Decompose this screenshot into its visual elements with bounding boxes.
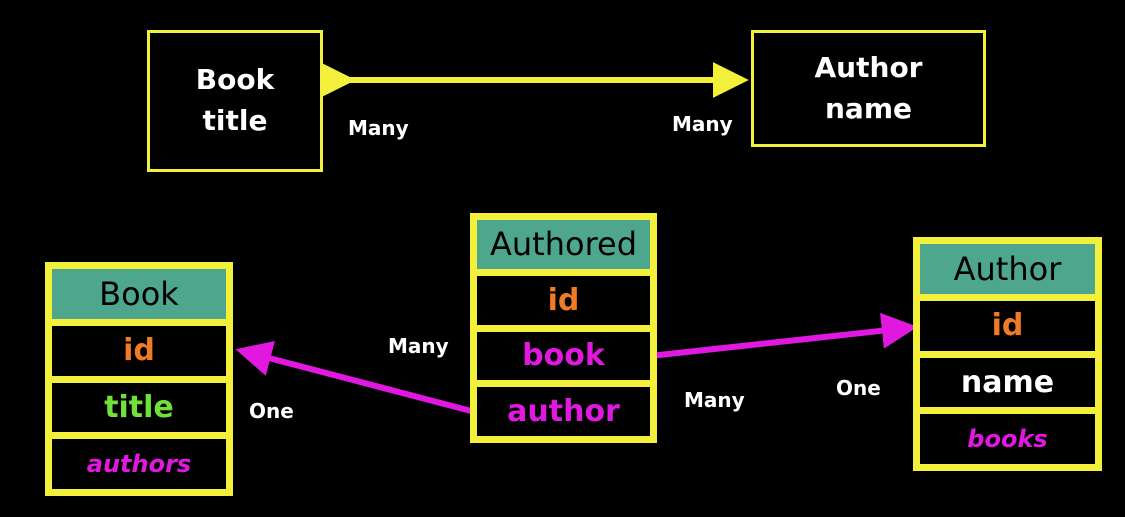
- many-label-lower: Many: [684, 388, 745, 412]
- book-table-header: Book: [52, 269, 226, 319]
- author-books-field: books: [920, 414, 1095, 464]
- author-table-header: Author: [920, 244, 1095, 294]
- authored-author-field: author: [477, 387, 650, 436]
- book-authors-field: authors: [52, 439, 226, 489]
- book-table: Book id title authors: [45, 262, 233, 496]
- authored-book-field: book: [477, 331, 650, 381]
- authored-table-header: Authored: [477, 220, 650, 269]
- one-label-right: One: [836, 376, 881, 400]
- author-entity-box: Author name: [751, 30, 986, 147]
- top-left-many-label: Many: [348, 116, 409, 140]
- authored-id-field: id: [477, 275, 650, 325]
- book-id-field: id: [52, 325, 226, 376]
- book-fk-arrow: [649, 312, 918, 359]
- book-entity-attr: title: [202, 104, 268, 137]
- book-entity-box: Book title: [147, 30, 323, 172]
- author-id-field: id: [920, 300, 1095, 351]
- author-entity-attr: name: [825, 91, 912, 125]
- one-label-left: One: [249, 399, 294, 423]
- book-title-field: title: [52, 382, 226, 433]
- author-table: Author id name books: [913, 237, 1102, 471]
- author-fk-arrow: [235, 340, 476, 415]
- author-entity-name: Author: [814, 50, 923, 84]
- book-entity-name: Book: [195, 63, 275, 97]
- many-label-upper: Many: [388, 334, 449, 358]
- author-name-field: name: [920, 357, 1095, 408]
- top-right-many-label: Many: [672, 112, 733, 136]
- authored-table: Authored id book author: [470, 213, 657, 443]
